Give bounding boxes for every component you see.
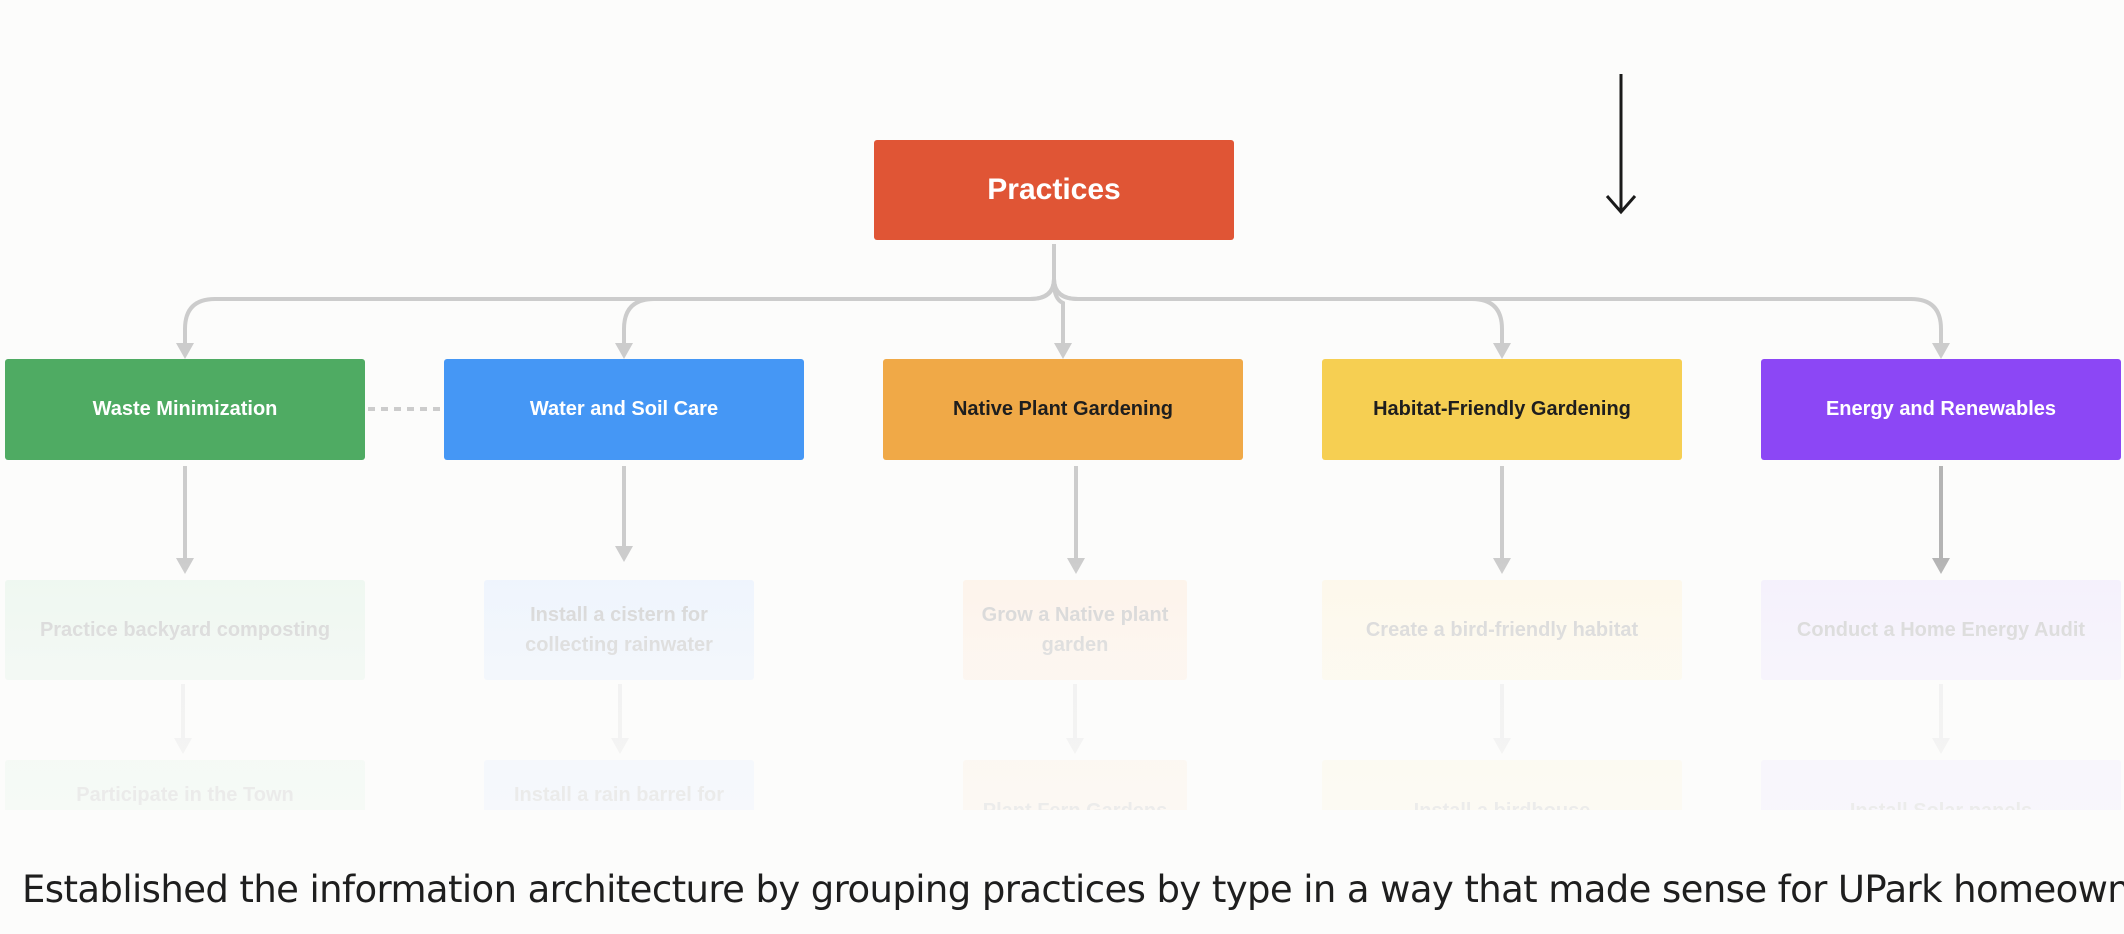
practice-node: Grow a Native plant garden (963, 580, 1187, 680)
connector-arrowhead (1066, 738, 1084, 754)
category-label: Waste Minimization (92, 398, 278, 420)
practice-label: Conduct a Home Energy Audit (1796, 619, 2086, 641)
practice-node: Conduct a Home Energy Audit (1761, 580, 2121, 680)
practice-label: Practice backyard composting (39, 619, 331, 641)
connector-arrowhead (611, 738, 629, 754)
connector-branch (1052, 278, 1943, 343)
caption-band (0, 810, 2124, 934)
practice-node: Practice backyard composting (5, 580, 365, 680)
connector-arrowhead (1067, 558, 1085, 574)
root-node-practices: Practices (874, 140, 1234, 240)
category-node-waste-minimization: Waste Minimization (5, 359, 365, 460)
connector-arrowhead (615, 343, 633, 359)
connector-branch (622, 278, 1056, 343)
connector-arrowhead (1493, 343, 1511, 359)
connector-arrowhead (615, 546, 633, 562)
connector-branch (183, 278, 1056, 343)
caption-text: Established the information architecture… (22, 868, 2124, 911)
practice-label: Install a rain barrel for (513, 784, 725, 806)
practice-label: Participate in the Town (76, 784, 294, 806)
connector-arrowhead (1932, 558, 1950, 574)
connector-branch (1052, 278, 1504, 343)
category-node-native-plant-gardening: Native Plant Gardening (883, 359, 1243, 460)
connector-arrowhead (1932, 343, 1950, 359)
connector-arrowhead (176, 558, 194, 574)
practice-label: Install a cistern for collecting rainwat… (525, 604, 713, 656)
category-label: Energy and Renewables (1825, 398, 2057, 420)
practice-label: Create a bird-friendly habitat (1365, 619, 1639, 641)
connector-arrowhead (1054, 343, 1072, 359)
practice-node: Install a cistern for collecting rainwat… (484, 580, 754, 680)
category-label: Habitat-Friendly Gardening (1373, 398, 1631, 420)
category-label: Water and Soil Care (529, 398, 719, 420)
connector-arrowhead (176, 343, 194, 359)
root-node-label: Practices (987, 173, 1121, 206)
connector-arrowhead (1932, 738, 1950, 754)
practice-node: Create a bird-friendly habitat (1322, 580, 1682, 680)
down-arrow-icon-head (1605, 195, 1637, 215)
connector-arrowhead (174, 738, 192, 754)
category-label: Native Plant Gardening (952, 398, 1174, 420)
connector-arrowhead (1493, 558, 1511, 574)
category-node-energy-and-renewables: Energy and Renewables (1761, 359, 2121, 460)
category-node-habitat-friendly-gardening: Habitat-Friendly Gardening (1322, 359, 1682, 460)
category-node-water-and-soil-care: Water and Soil Care (444, 359, 804, 460)
connector-arrowhead (1493, 738, 1511, 754)
practice-label: Grow a Native plant garden (981, 604, 1169, 656)
